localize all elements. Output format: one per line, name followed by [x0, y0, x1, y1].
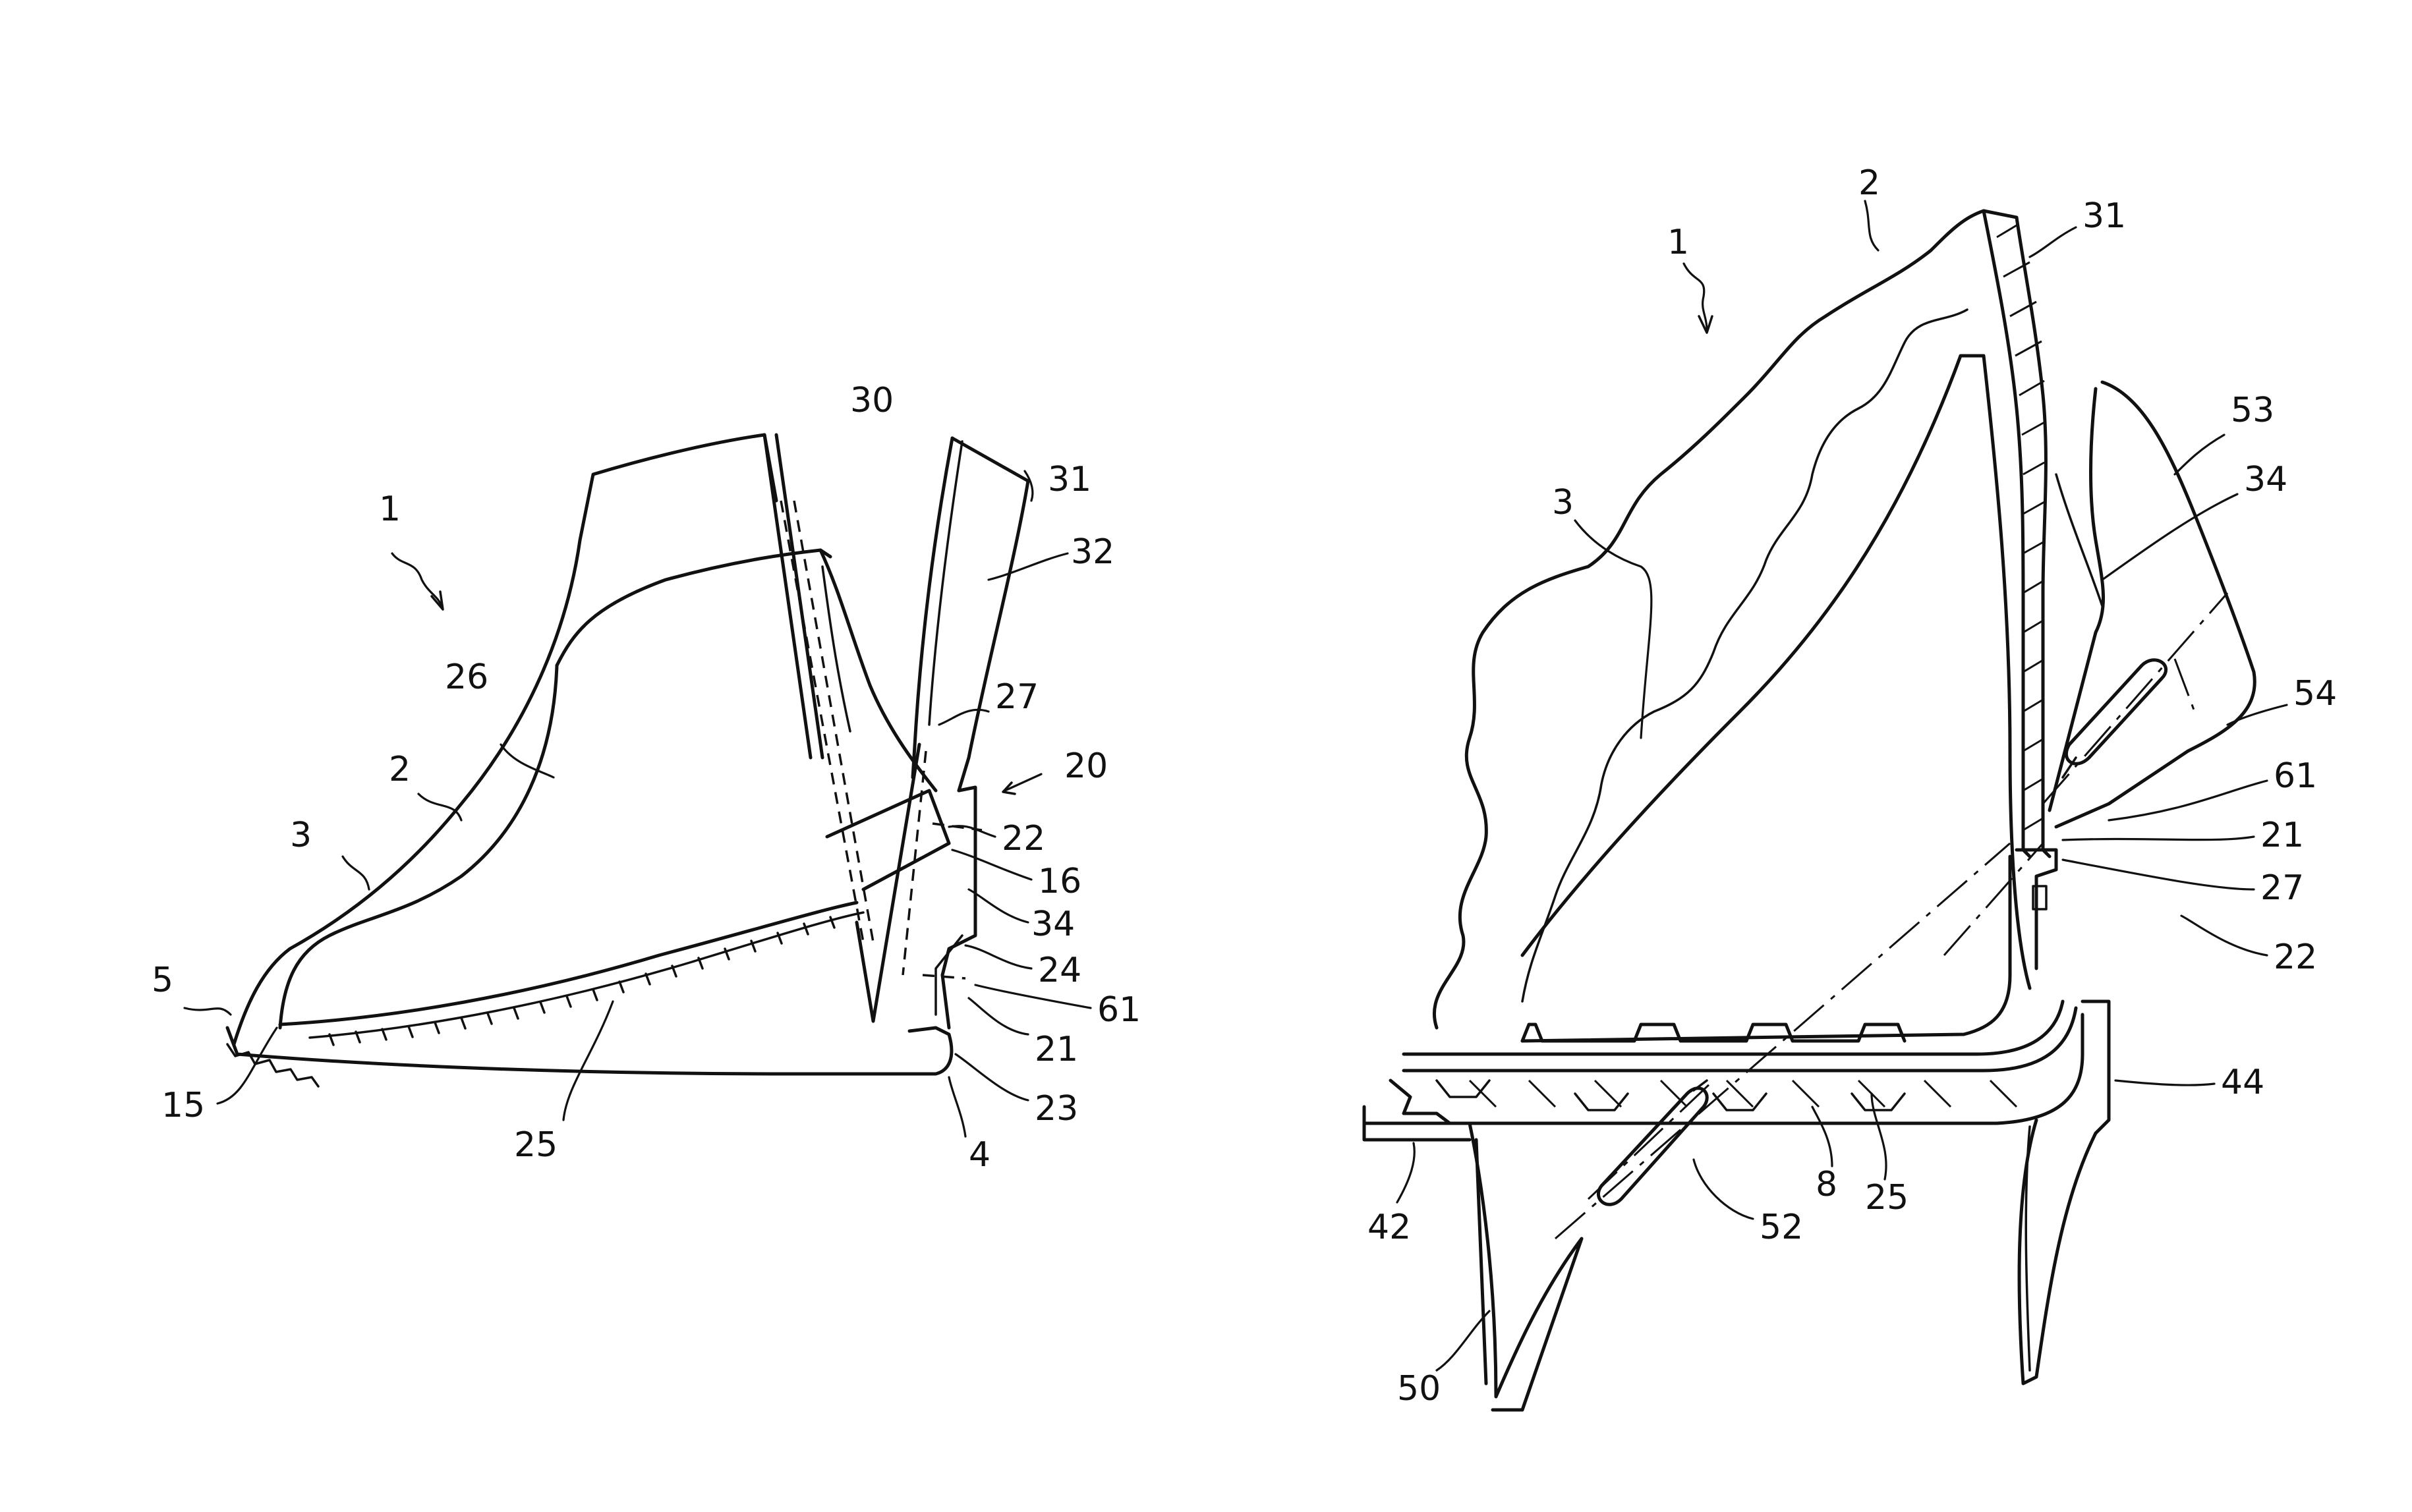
leader-24 — [965, 945, 1031, 968]
label-30: 30 — [850, 381, 894, 420]
label-8: 8 — [1816, 1165, 1837, 1204]
pin-52-axis — [1588, 1080, 1713, 1199]
label-23: 23 — [1035, 1089, 1078, 1129]
label-22-right: 22 — [2274, 938, 2317, 977]
crampon-rear-point-inner — [2026, 1127, 2030, 1370]
label-3-right: 3 — [1552, 483, 1574, 522]
label-27-right: 27 — [2260, 868, 2304, 908]
leader-23 — [956, 1054, 1028, 1100]
leader-3-left — [343, 856, 369, 889]
hidden-line-e — [923, 975, 965, 978]
label-61-left: 61 — [1097, 990, 1141, 1030]
label-42: 42 — [1367, 1208, 1411, 1247]
label-22-left: 22 — [1002, 819, 1045, 858]
heel-binding-plate — [942, 787, 975, 1028]
label-20: 20 — [1064, 746, 1108, 786]
label-4: 4 — [969, 1135, 991, 1175]
label-61-right: 61 — [2274, 756, 2317, 796]
label-44: 44 — [2221, 1063, 2264, 1102]
label-24: 24 — [1038, 951, 1081, 990]
heel-strap-back — [929, 791, 949, 843]
leader-15 — [217, 1028, 277, 1104]
label-52: 52 — [1760, 1208, 1803, 1247]
heel-axis — [1944, 843, 2043, 955]
label-34-right: 34 — [2244, 460, 2287, 499]
leader-32 — [989, 553, 1068, 580]
leader-21-left — [969, 998, 1028, 1034]
tongue-v-left — [857, 744, 919, 1021]
leader-27-left — [939, 710, 989, 725]
heel-block — [1522, 856, 2010, 1041]
label-26: 26 — [445, 658, 488, 697]
pin-54 — [2066, 660, 2166, 764]
leader-25-left — [563, 1001, 613, 1120]
label-31-right: 31 — [2082, 196, 2126, 236]
midsole-band-top — [1404, 1001, 2063, 1054]
inner-boot-front — [280, 665, 557, 1028]
gaiter-front-edge-inner — [776, 435, 822, 758]
pin-54-axis — [2043, 593, 2227, 804]
label-25-right: 25 — [1865, 1178, 1909, 1218]
label-21-left: 21 — [1035, 1030, 1078, 1069]
boot-upper-break-line — [1434, 211, 1984, 1028]
crampon-bar-42-b — [1364, 1123, 1470, 1140]
label-21-right: 21 — [2260, 816, 2304, 855]
label-25-left: 25 — [514, 1125, 558, 1165]
boot-with-gaiter-figure: 1 2 3 5 15 25 26 30 31 32 27 20 22 16 34… — [152, 381, 1141, 1175]
gaiter-outer-outline — [234, 435, 776, 1044]
leader-34-left — [969, 889, 1028, 922]
label-1-right: 1 — [1667, 223, 1689, 262]
label-16: 16 — [1038, 862, 1081, 901]
crampon-front-point-inner — [1476, 1140, 1486, 1384]
leader-5 — [185, 1008, 231, 1015]
ref-arrow-1-right — [1684, 264, 1707, 329]
rear-cuff-inner — [913, 438, 952, 777]
label-27-left: 27 — [995, 677, 1039, 717]
boot-upper-break-line-2 — [1522, 310, 1967, 1001]
label-50: 50 — [1397, 1369, 1441, 1409]
label-15: 15 — [161, 1086, 205, 1125]
leader-2-left — [418, 794, 461, 820]
gaiter-front-edge — [764, 435, 811, 758]
crampon-frame-44 — [2082, 1001, 2109, 1133]
leader-4 — [949, 1077, 965, 1136]
label-2-right: 2 — [1858, 163, 1880, 203]
label-54: 54 — [2293, 674, 2337, 714]
crampon-rear-point — [2019, 1120, 2096, 1384]
rear-cuff-outer — [952, 438, 1028, 791]
label-3-left: 3 — [290, 816, 312, 855]
label-1-left: 1 — [379, 490, 401, 529]
shell-wall-inner — [1984, 211, 2030, 856]
label-5: 5 — [152, 961, 173, 1000]
label-2-left: 2 — [389, 750, 411, 789]
crampon-binding-section-figure: 1 2 3 31 53 34 54 61 21 27 22 44 25 8 52… — [1364, 163, 2337, 1410]
label-31-left: 31 — [1048, 460, 1091, 499]
toe-tread — [227, 1044, 318, 1086]
outsole-hatch — [1437, 1080, 2017, 1110]
label-34-left: 34 — [1031, 905, 1075, 944]
label-53: 53 — [2231, 391, 2274, 430]
shell-wall-outer — [1984, 211, 2050, 856]
label-32: 32 — [1071, 532, 1114, 572]
rear-lever-inner — [2050, 389, 2104, 810]
